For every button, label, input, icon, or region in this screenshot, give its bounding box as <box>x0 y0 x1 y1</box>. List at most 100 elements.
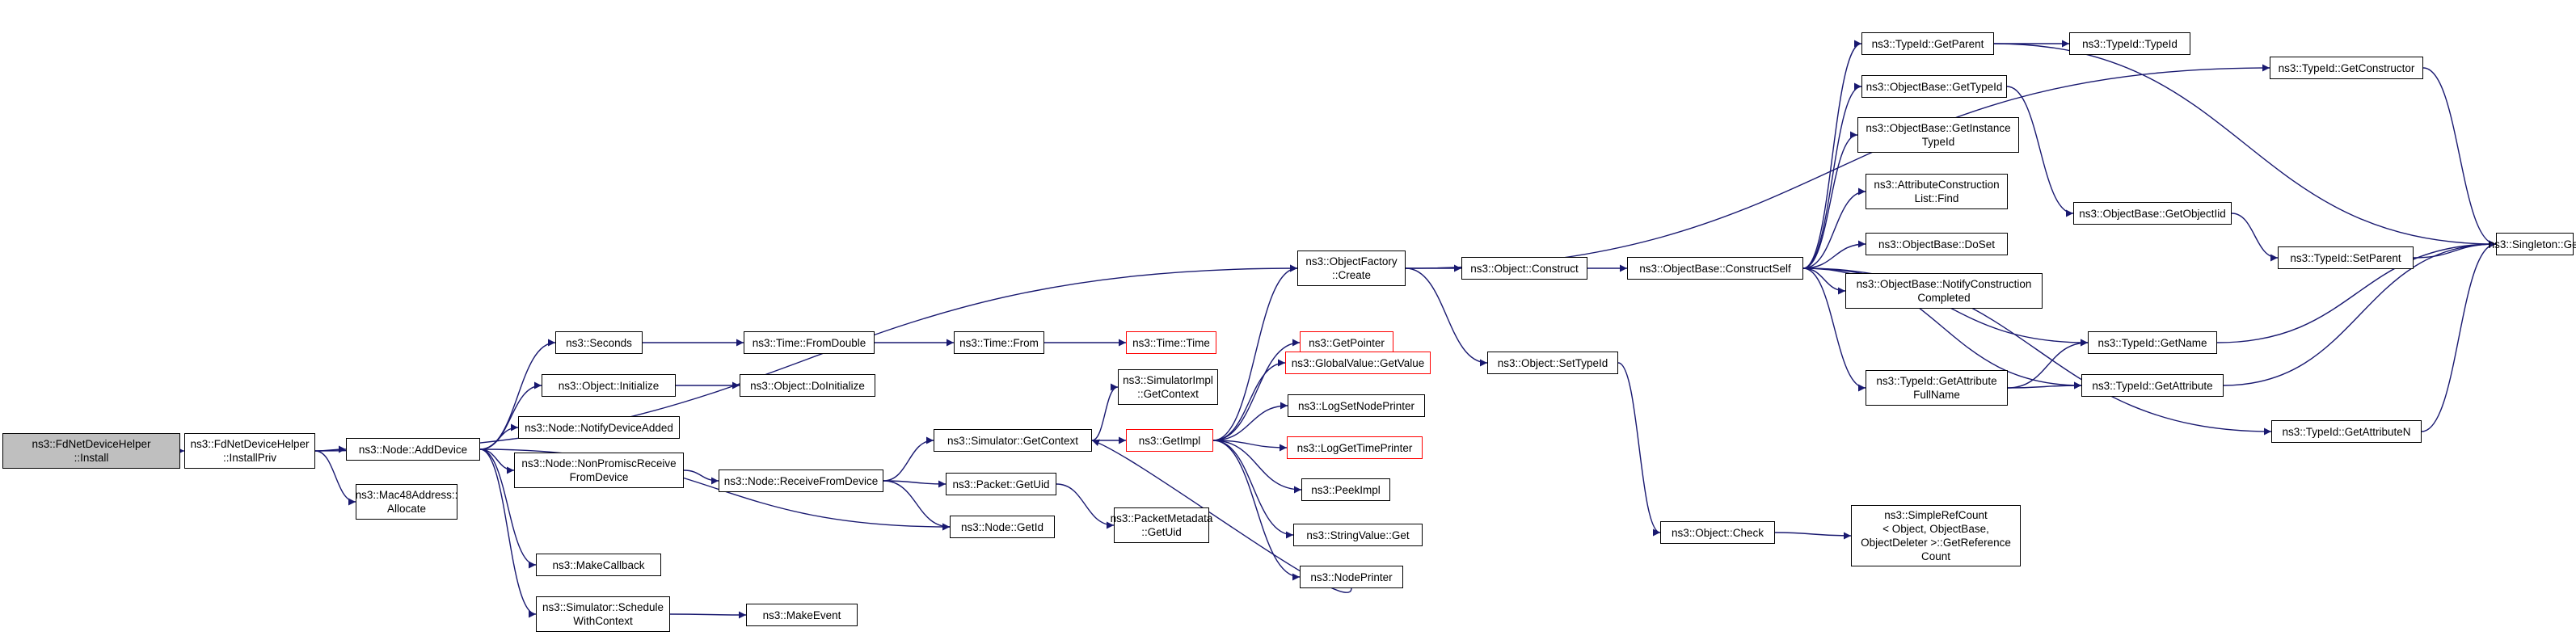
edge-installpriv-to-mac48 <box>314 450 356 506</box>
edge-typeidsetparent-to-singletonget <box>2413 240 2497 259</box>
node-label-line: ns3::GetPointer <box>1309 336 1385 349</box>
node-objcheck[interactable]: ns3::Object::Check <box>1660 521 1775 544</box>
edge-recvfromdev-to-nodegetid <box>883 480 951 531</box>
node-label-line: ns3::ObjectBase::GetTypeId <box>1866 80 2003 93</box>
edge-constructself-to-typeidgetparent <box>1802 40 1862 269</box>
node-label-line: ns3::ObjectBase::NotifyConstruction <box>1856 278 2032 290</box>
edge-getimpl-to-logsetnode <box>1212 402 1288 441</box>
node-logsetnode[interactable]: ns3::LogSetNodePrinter <box>1288 394 1425 417</box>
node-getimpl[interactable]: ns3::GetImpl <box>1126 429 1213 452</box>
node-fromdouble[interactable]: ns3::Time::FromDouble <box>744 331 875 354</box>
node-mac48[interactable]: ns3::Mac48Address::Allocate <box>356 484 457 520</box>
node-typeidtypeid[interactable]: ns3::TypeId::TypeId <box>2069 32 2190 55</box>
node-objfactorycreate[interactable]: ns3::ObjectFactory::Create <box>1297 251 1406 286</box>
node-label-line: ns3::Node::AddDevice <box>358 443 468 456</box>
node-typeidgetparent[interactable]: ns3::TypeId::GetParent <box>1861 32 1994 55</box>
edge-getimpl-to-nodeprinter <box>1212 440 1301 581</box>
node-adddevice[interactable]: ns3::Node::AddDevice <box>346 438 480 461</box>
node-label-line: ns3::SimulatorImpl <box>1123 374 1213 386</box>
node-stringvalue[interactable]: ns3::StringValue::Get <box>1293 524 1423 546</box>
node-label-line: ns3::Time::FromDouble <box>752 336 866 349</box>
edge-typeidgetattrn-to-singletonget <box>2421 240 2497 432</box>
node-simimplctx[interactable]: ns3::SimulatorImpl::GetContext <box>1118 369 1218 405</box>
node-label-line: ns3::GlobalValue::GetValue <box>1291 356 1425 369</box>
node-settypeid[interactable]: ns3::Object::SetTypeId <box>1487 352 1618 374</box>
node-pktmetauid[interactable]: ns3::PacketMetadata::GetUid <box>1111 507 1212 543</box>
node-logtime[interactable]: ns3::LogGetTimePrinter <box>1287 436 1423 459</box>
node-label-line: ::InstallPriv <box>222 452 277 464</box>
edge-schedulectx-to-makeevent <box>669 611 747 619</box>
node-nodeprinter[interactable]: ns3::NodePrinter <box>1300 566 1403 588</box>
node-timetime[interactable]: ns3::Time::Time <box>1126 331 1216 354</box>
edge-getimpl-to-stringvalue <box>1212 440 1294 539</box>
node-typeidgetctor[interactable]: ns3::TypeId::GetConstructor <box>2270 57 2423 79</box>
node-typeidsetparent[interactable]: ns3::TypeId::SetParent <box>2278 246 2414 269</box>
node-label-line: ::Install <box>74 452 109 464</box>
edge-pktgetuid-to-pktmetauid <box>1056 483 1115 529</box>
node-makeevent[interactable]: ns3::MakeEvent <box>746 604 858 626</box>
node-typeidgetname[interactable]: ns3::TypeId::GetName <box>2088 331 2217 354</box>
edge-constructself-to-obgetinst <box>1802 131 1858 269</box>
node-label-line: ns3::Node::NotifyDeviceAdded <box>525 421 673 434</box>
node-label-line: ns3::Packet::GetUid <box>952 478 1050 491</box>
node-label-line: Completed <box>1917 292 1971 304</box>
node-globalvalue[interactable]: ns3::GlobalValue::GetValue <box>1285 352 1431 374</box>
node-objconstruct[interactable]: ns3::Object::Construct <box>1461 257 1587 280</box>
node-makecallback[interactable]: ns3::MakeCallback <box>536 554 661 576</box>
node-label-line: ns3::TypeId::GetParent <box>1871 37 1984 50</box>
edge-recvfromdev-to-pktgetuid <box>883 480 947 488</box>
node-doinit[interactable]: ns3::Object::DoInitialize <box>740 374 875 397</box>
node-label-line: FullName <box>1913 389 1960 401</box>
edge-recvfromdev-to-simgetctx <box>883 436 934 482</box>
node-label-line: ns3::FdNetDeviceHelper <box>32 438 151 450</box>
node-label-line: ns3::Mac48Address:: <box>355 489 458 501</box>
node-label-line: ns3::TypeId::GetAttribute <box>2092 379 2213 392</box>
node-typeidgetattrn[interactable]: ns3::TypeId::GetAttributeN <box>2271 420 2422 443</box>
node-label-line: ns3::StringValue::Get <box>1306 528 1410 541</box>
node-label-line: ::GetContext <box>1137 388 1199 400</box>
node-label-line: ns3::Node::ReceiveFromDevice <box>723 474 879 487</box>
node-obgetobjectiid[interactable]: ns3::ObjectBase::GetObjectIid <box>2073 202 2232 225</box>
node-label-line: ns3::MakeCallback <box>552 558 645 571</box>
edge-getimpl-to-globalvalue <box>1212 359 1286 441</box>
node-seconds[interactable]: ns3::Seconds <box>555 331 643 354</box>
node-label-line: ns3::ObjectFactory <box>1305 255 1398 267</box>
node-label-line: Allocate <box>386 503 427 515</box>
node-label-line: ns3::Object::Initialize <box>558 379 660 392</box>
node-label-line: ns3::Seconds <box>566 336 632 349</box>
node-label-line: FromDevice <box>569 471 629 483</box>
node-constructself[interactable]: ns3::ObjectBase::ConstructSelf <box>1627 257 1803 280</box>
node-notifyadded[interactable]: ns3::Node::NotifyDeviceAdded <box>518 416 680 439</box>
node-simgetctx[interactable]: ns3::Simulator::GetContext <box>934 429 1092 452</box>
node-objinit[interactable]: ns3::Object::Initialize <box>542 374 676 397</box>
node-label-line: ns3::PacketMetadata <box>1110 512 1213 524</box>
node-recvfromdev[interactable]: ns3::Node::ReceiveFromDevice <box>719 469 883 492</box>
node-label-line: ns3::Simulator::Schedule <box>542 601 664 613</box>
node-label-line: ns3::Time::Time <box>1132 336 1210 349</box>
node-simplerefcount[interactable]: ns3::SimpleRefCount< Object, ObjectBase,… <box>1851 505 2021 566</box>
node-singletonget[interactable]: ns3::Singleton::Get <box>2489 233 2576 255</box>
node-label-line: TypeId <box>1921 136 1955 148</box>
node-timefrom[interactable]: ns3::Time::From <box>954 331 1044 354</box>
edge-getimpl-to-objfactorycreate <box>1212 264 1298 441</box>
node-obgettypeid[interactable]: ns3::ObjectBase::GetTypeId <box>1861 75 2007 98</box>
node-obdoset[interactable]: ns3::ObjectBase::DoSet <box>1866 233 2008 255</box>
node-installpriv[interactable]: ns3::FdNetDeviceHelper::InstallPriv <box>184 433 315 469</box>
node-typeidgetattr[interactable]: ns3::TypeId::GetAttribute <box>2081 374 2224 397</box>
node-nodegetid[interactable]: ns3::Node::GetId <box>950 516 1055 538</box>
edge-settypeid-to-objcheck <box>1617 362 1661 537</box>
node-label-line: ns3::TypeId::GetAttributeN <box>2282 425 2411 438</box>
node-label-line: ns3::LogSetNodePrinter <box>1297 399 1415 412</box>
node-pktgetuid[interactable]: ns3::Packet::GetUid <box>946 473 1056 495</box>
node-getpointer[interactable]: ns3::GetPointer <box>1300 331 1393 354</box>
node-label-line: ns3::TypeId::GetName <box>2097 336 2207 349</box>
node-peekimpl[interactable]: ns3::PeekImpl <box>1301 478 1390 501</box>
edge-constructself-to-attrfind <box>1802 187 1866 269</box>
edge-typeidgetname-to-singletonget <box>2216 240 2497 343</box>
